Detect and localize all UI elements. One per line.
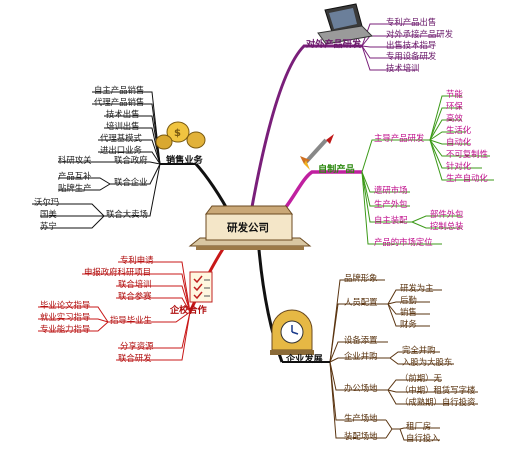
- school-item: 分享资源: [120, 341, 154, 351]
- sales-item: 联合政府: [114, 155, 148, 165]
- ent-sub-item: 贴牌生产: [58, 183, 92, 193]
- assembly-sub-item: 控制总装: [430, 221, 464, 231]
- branch-own-product-title: 自制产品: [318, 164, 355, 175]
- own-item: 自主装配: [374, 215, 408, 225]
- ent-sub-item: 产品互补: [58, 171, 92, 181]
- branch-external-title: 对外产品研发: [306, 39, 362, 50]
- external-item: 专利产品出售: [386, 17, 437, 27]
- sales-item: 技术出售: [106, 109, 140, 119]
- trunk-external: [248, 44, 362, 219]
- enterprise-item: 设备添置: [344, 335, 378, 345]
- branch-enterprise-title: 企业发展: [286, 354, 323, 365]
- external-item: 专用设备研发: [386, 51, 437, 61]
- site-sub-item: 自行投入: [406, 433, 440, 443]
- feature-item: 节能: [446, 89, 463, 99]
- enterprise-item: 办公场地: [344, 383, 378, 393]
- gov-sub-item: 科研攻关: [58, 155, 92, 165]
- feature-item: 高效: [446, 113, 463, 123]
- feature-item: 生产自动化: [446, 173, 488, 183]
- store-sub-item: 国美: [40, 209, 57, 219]
- main-dev-node: 主导产品研发: [374, 133, 425, 143]
- sales-item: 联合大卖场: [106, 209, 148, 219]
- feature-item: 生活化: [446, 125, 472, 135]
- staff-sub-item: 销售: [400, 307, 417, 317]
- site-sub-item: 租厂房: [406, 421, 432, 431]
- sales-item: 自主产品销售: [94, 85, 145, 95]
- clock-icon: [270, 309, 314, 355]
- external-item: 对外承接产品研发: [386, 29, 453, 39]
- sales-item: 代理产品销售: [94, 97, 145, 107]
- grad-sub-item: 毕业论文指导: [40, 300, 91, 310]
- enterprise-item: 企业并购: [344, 351, 378, 361]
- school-item: 指导毕业生: [110, 315, 152, 325]
- store-sub-item: 沃尔玛: [34, 197, 60, 207]
- feature-item: 不可复制性: [446, 149, 488, 159]
- grad-sub-item: 专业能力指导: [40, 324, 91, 334]
- external-item: 出售技术指导: [386, 40, 437, 50]
- merger-sub-item: 入股为大股东: [402, 357, 453, 367]
- sales-item: 培训出售: [106, 121, 140, 131]
- branch-sales-title: 销售业务: [166, 155, 203, 166]
- school-item: 联合研发: [118, 353, 152, 363]
- school-item: 联合培训: [118, 279, 152, 289]
- staff-sub-item: 财务: [400, 319, 417, 329]
- own-item: 产品的市场定位: [374, 237, 433, 247]
- staff-sub-item: 研发为主: [400, 283, 434, 293]
- staff-sub-item: 后勤: [400, 295, 417, 305]
- center-node: 研发公司: [227, 222, 269, 234]
- external-item: 技术培训: [386, 63, 420, 73]
- assembly-sub-item: 部件外包: [430, 209, 464, 219]
- own-item: 遗研市场: [374, 185, 408, 195]
- sales-item: 代理基模式: [100, 133, 142, 143]
- center-building: [188, 205, 312, 250]
- merger-sub-item: 完全并购: [402, 345, 436, 355]
- feature-item: 针对化: [446, 161, 472, 171]
- office-sub-item: （中期）租赁写字楼: [400, 385, 476, 395]
- sales-item: 联合企业: [114, 177, 148, 187]
- office-sub-item: （前期）无: [400, 373, 442, 383]
- rocket-icon: [300, 134, 334, 170]
- grad-sub-item: 就业实习指导: [40, 312, 91, 322]
- enterprise-item: 装配场地: [344, 431, 378, 441]
- own-item: 生产外包: [374, 199, 408, 209]
- school-item: 专利申请: [120, 255, 154, 265]
- branch-school-title: 企校合作: [170, 305, 207, 316]
- enterprise-item: 人员配置: [344, 297, 378, 307]
- svg-text:$: $: [174, 128, 181, 139]
- checklist-icon: [189, 271, 213, 303]
- sales-item: 进出口业务: [100, 145, 142, 155]
- office-sub-item: （成熟期）自行投资: [400, 397, 476, 407]
- school-item: 联合参赛: [118, 291, 152, 301]
- feature-item: 自动化: [446, 137, 472, 147]
- school-item: 申报政府科研项目: [84, 267, 151, 277]
- laptop-icon: [317, 3, 374, 45]
- enterprise-item: 生产场地: [344, 413, 378, 423]
- feature-item: 环保: [446, 101, 463, 111]
- enterprise-item: 品牌形象: [344, 273, 378, 283]
- store-sub-item: 苏宁: [40, 221, 57, 231]
- coins-icon: $: [155, 121, 206, 150]
